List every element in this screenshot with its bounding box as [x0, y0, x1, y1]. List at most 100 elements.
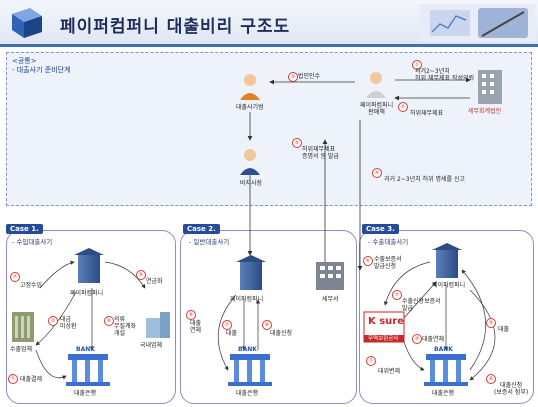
case2-box — [180, 230, 357, 404]
node-tax-firm: 세무회계법인 — [468, 108, 502, 115]
case2-paper-building-icon — [236, 255, 266, 290]
prep-stage-title: <공통> - 대출사기 준비단계 — [12, 57, 71, 75]
case3-l6-line1: 수출보증서 — [374, 256, 402, 263]
tax-firm-building-icon — [478, 70, 502, 104]
case2-paper-label: 페이퍼컴퍼니 — [230, 296, 264, 303]
case1-domestic-building-icon — [146, 312, 170, 338]
prep-title-line1: <공통> — [12, 57, 37, 65]
seller-person-icon — [366, 72, 386, 98]
case3-marker-6: ⑥ — [363, 256, 373, 266]
prep-stage-box — [6, 52, 532, 206]
case2-tag: Case 2. — [183, 224, 220, 234]
case1-l11: 대출결제 — [20, 376, 43, 383]
case2-bank-label: 대출은행 — [236, 390, 259, 397]
case1-importer-label: 수출업체 — [10, 346, 33, 353]
header-decoration-icon — [420, 4, 535, 42]
case2-subtitle: - 일반대출사기 — [189, 238, 230, 246]
step-5-line1: 허위재무제표 — [302, 146, 336, 153]
case2-l8: 대출 연체 — [190, 320, 201, 334]
case3-bank-icon — [424, 354, 468, 386]
case3-l6: 수출보증서 발급신청 — [374, 256, 402, 270]
case1-paper-label: 페이퍼컴퍼니 — [70, 290, 104, 297]
case3-l7-line2: 발급 — [402, 305, 414, 312]
case1-importer-building-icon — [12, 312, 34, 342]
case3-l10: 대출연체 — [422, 336, 445, 343]
step-5-line2: 증명서 등 발급 — [302, 153, 339, 160]
case2-l7: 대출 — [226, 330, 238, 337]
case2-tax-office-building-icon — [316, 262, 344, 290]
prep-title-line2: - 대출사기 준비단계 — [12, 66, 71, 74]
case3-paper-building-icon — [432, 243, 462, 278]
case1-marker-7: ⑦ — [10, 272, 20, 282]
step-5-text: 허위재무제표 증명서 등 발급 — [302, 146, 339, 160]
case3-subtitle: - 수출대출사기 — [368, 238, 409, 246]
case3-paper-label: 페이퍼컴퍼니 — [432, 282, 466, 289]
step-4-text: 과거 2~3년치 허위 명세를 신고 — [384, 176, 466, 183]
case1-l2: 대금 미상환 — [60, 316, 77, 330]
node-puppet-ceo: 바지사장 — [240, 180, 263, 187]
step-marker-1: ① — [412, 60, 422, 70]
paper-seller-line2: 판매책 — [368, 109, 385, 116]
case1-marker-6: ⑥ — [136, 270, 146, 280]
case3-bank-sign: BANK — [434, 346, 453, 353]
case3-l6-line2: 발급신청 — [374, 263, 397, 270]
case3-marker-10: ⑩ — [412, 334, 422, 344]
case2-bank-icon — [228, 354, 272, 386]
case1-l8-line2: 무질계좌 — [114, 323, 137, 330]
case1-domestic-label: 국내업체 — [140, 342, 163, 349]
case3-marker-11: ⑪ — [366, 356, 376, 366]
case3-l8: 대출신청 (보증서 첨부) — [494, 382, 528, 396]
step-1-line2: 허위 재무제표 작성의뢰 — [415, 75, 475, 82]
case3-marker-7: ⑦ — [392, 290, 402, 300]
case1-paper-building-icon — [74, 248, 104, 283]
case3-bank-label: 대출은행 — [432, 390, 455, 397]
step-marker-4: ④ — [372, 168, 382, 178]
case3-marker-8: ⑧ — [486, 374, 496, 384]
case3-l11: 대위변제 — [378, 368, 401, 375]
case1-l8: 의류 무질계좌 개설 — [114, 316, 136, 337]
node-loan-fraudster: 대출사기범 — [236, 104, 264, 111]
header-underline — [0, 44, 538, 47]
step-marker-3: ③ — [288, 72, 298, 82]
step-marker-5: ⑤ — [292, 138, 302, 148]
case2-bank-sign: BANK — [238, 346, 257, 353]
case1-bank-sign: BANK — [76, 346, 95, 353]
ksure-label: K sure — [368, 316, 405, 327]
step-1-text: 과거2~3년치 허위 재무제표 작성의뢰 — [415, 68, 474, 82]
fraudster-person-icon — [240, 74, 260, 100]
ksure-sub-label: 무역보험공사 — [368, 336, 399, 342]
case1-l6: 연금화 — [146, 278, 163, 285]
case2-marker-7: ⑦ — [222, 320, 232, 330]
case3-l7: 수출신용보증서 발급 — [402, 298, 441, 312]
case3-l8-line2: (보증서 첨부) — [494, 389, 529, 396]
case2-l8-line1: 대출 — [190, 320, 202, 327]
paper-seller-line1: 페이퍼컴퍼니 — [360, 102, 394, 109]
case3-marker-9: ⑨ — [486, 318, 496, 328]
case1-l8-line1: 의류 — [114, 316, 126, 323]
case1-subtitle: - 수입대출사기 — [12, 238, 53, 246]
step-1-line1: 과거2~3년치 — [415, 68, 450, 75]
case2-l6: 대출신청 — [270, 330, 293, 337]
case2-marker-6: ⑥ — [262, 320, 272, 330]
case1-l2-line1: 대금 — [60, 316, 72, 323]
case1-marker-11: ⑪ — [8, 374, 18, 384]
cube-logo-icon — [12, 8, 42, 38]
puppet-ceo-person-icon — [240, 149, 260, 175]
case1-bank-label: 대출은행 — [74, 390, 97, 397]
case1-marker-8: ⑧ — [104, 316, 114, 326]
case1-bank-icon — [66, 354, 110, 386]
page-title: 페이퍼컴퍼니 대출비리 구조도 — [60, 17, 291, 37]
case3-l7-line1: 수출신용보증서 — [402, 298, 441, 305]
case2-l8-line2: 연체 — [190, 327, 202, 334]
case1-tag: Case 1. — [6, 224, 43, 234]
case1-l8-line3: 개설 — [114, 330, 126, 337]
step-3-text: 법인인수 — [298, 73, 321, 80]
case3-tag: Case 3. — [362, 224, 399, 234]
case3-l9: 대출 — [498, 326, 510, 333]
step-marker-2: ② — [398, 102, 408, 112]
case1-l7: 고정수입 — [20, 282, 43, 289]
case2-marker-8: ⑧ — [186, 310, 196, 320]
step-2-text: 허위재무제표 — [410, 110, 444, 117]
case2-tax-office-label: 세무서 — [322, 296, 339, 303]
